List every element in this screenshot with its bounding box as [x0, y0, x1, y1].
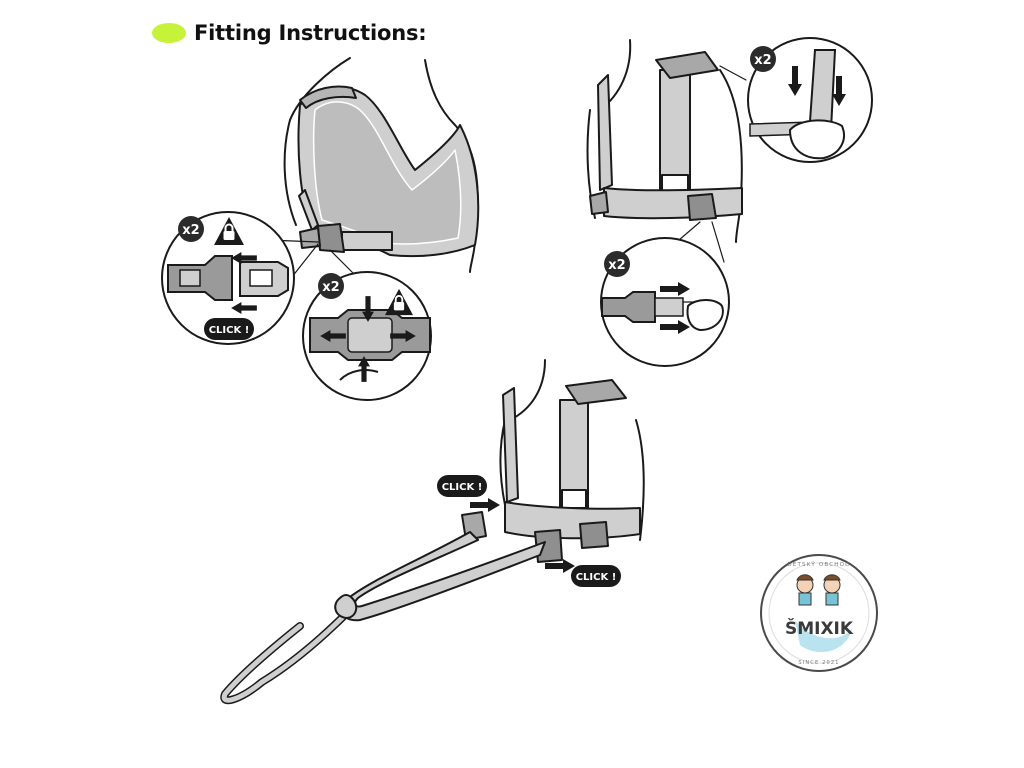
logo-bottom-text: SINCE 2021	[798, 660, 839, 666]
repeat-label: x2	[322, 280, 339, 295]
repeat-badge-b: x2	[318, 273, 344, 299]
brand-logo: ŠMIXIK DĚTSKÝ OBCHOD SINCE 2021	[760, 554, 878, 672]
repeat-label: x2	[754, 53, 771, 68]
page-title: Fitting Instructions:	[194, 21, 427, 45]
click-label: CLICK !	[576, 572, 617, 583]
detail-buckle-insert	[161, 211, 295, 345]
logo-brand-text: ŠMIXIK	[785, 617, 854, 639]
repeat-badge-d: x2	[604, 251, 630, 277]
logo-top-text: DĚTSKÝ OBCHOD	[787, 560, 850, 568]
repeat-badge-a: x2	[178, 216, 204, 242]
repeat-label: x2	[182, 223, 199, 238]
click-label: CLICK !	[209, 325, 250, 336]
repeat-label: x2	[608, 258, 625, 273]
arrow-icon	[470, 498, 500, 512]
green-dot-bullet	[152, 23, 186, 43]
figure-strap-adjust	[586, 39, 747, 263]
click-label: CLICK !	[442, 482, 483, 493]
kids-icon	[796, 574, 841, 606]
click-badge-b: CLICK !	[437, 475, 487, 497]
repeat-badge-c: x2	[750, 46, 776, 72]
detail-tighten-waist	[600, 237, 730, 367]
figure-vest-fitting	[267, 57, 480, 283]
click-badge-a: CLICK !	[204, 318, 254, 340]
page-heading: Fitting Instructions:	[152, 18, 427, 48]
click-badge-c: CLICK !	[571, 565, 621, 587]
detail-pull-strap	[747, 37, 873, 163]
figure-leash-attach	[220, 359, 645, 705]
